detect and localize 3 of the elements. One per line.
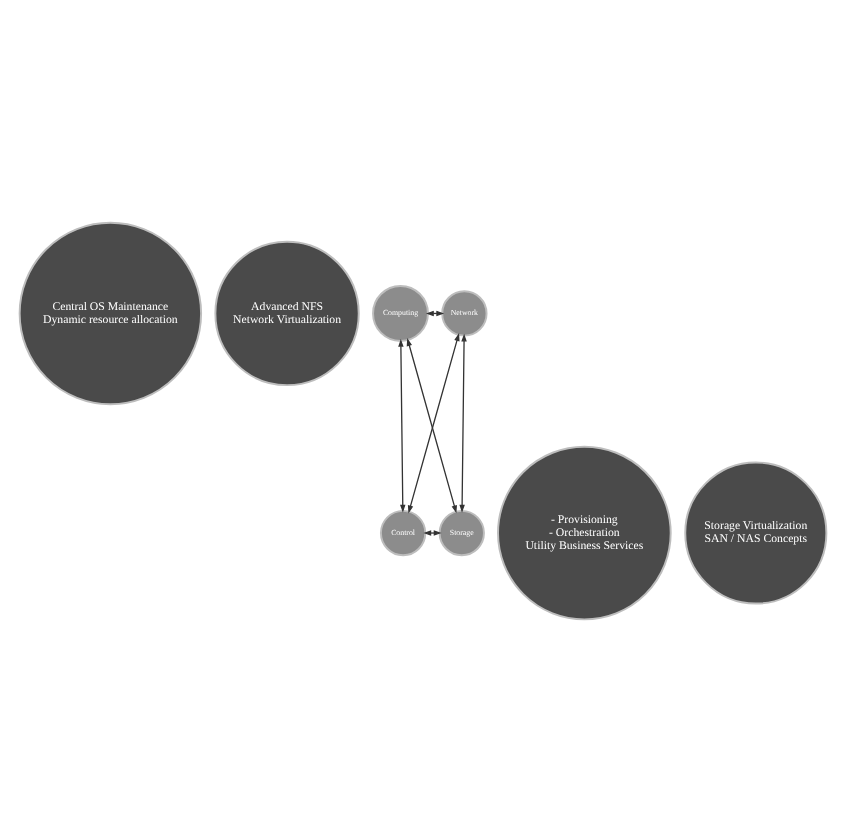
arrow — [398, 337, 406, 512]
arrow — [459, 332, 467, 512]
arrow — [423, 529, 442, 535]
